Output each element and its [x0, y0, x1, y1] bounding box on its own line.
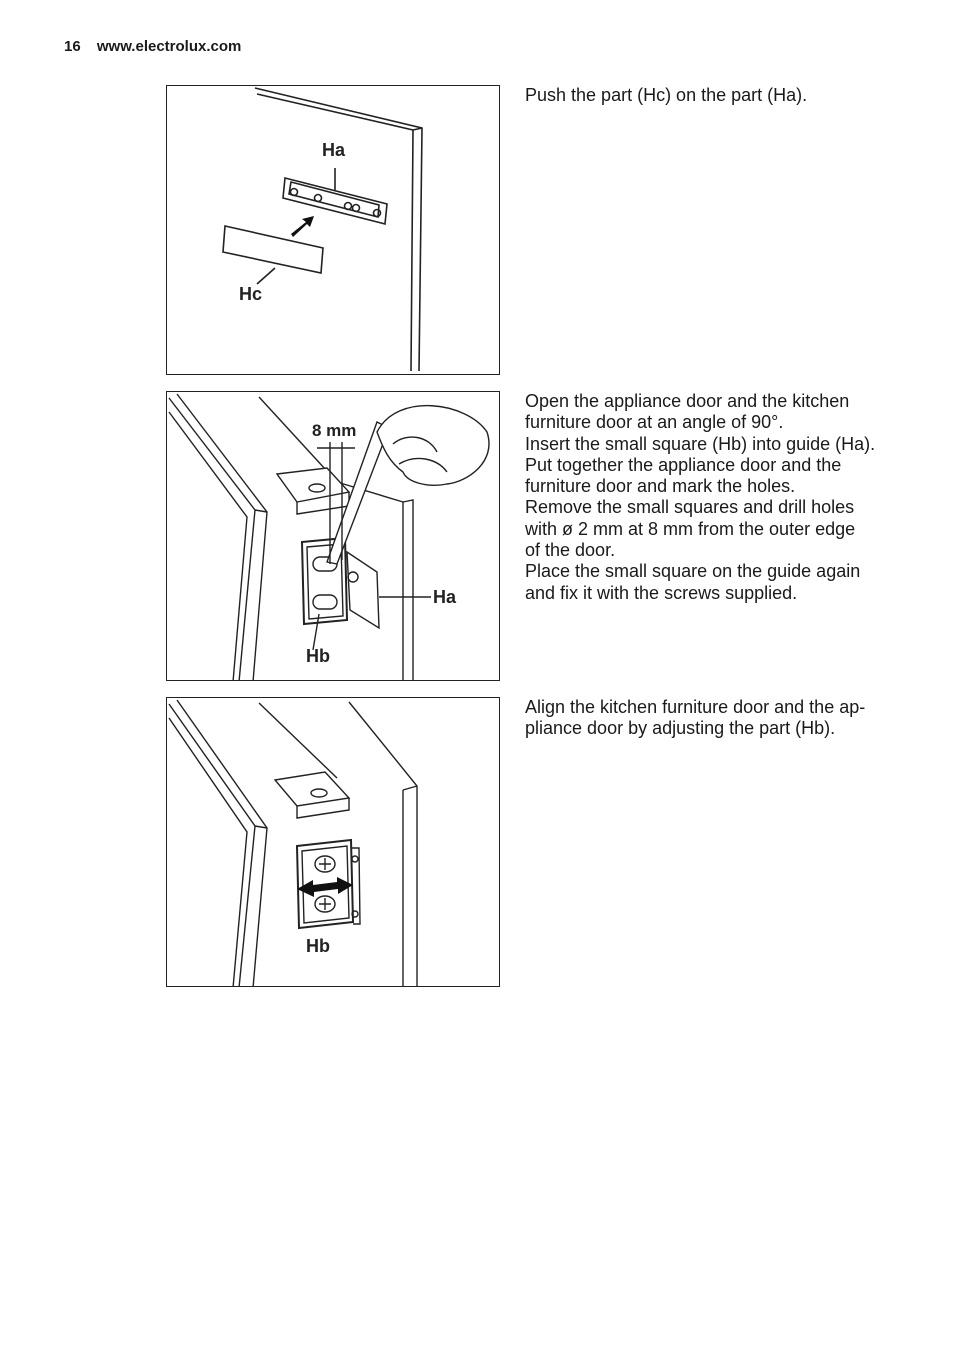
step-2-text: Open the appliance door and the kitchen …: [525, 391, 895, 604]
label-ha: Ha: [322, 140, 346, 160]
instruction-line: Put together the appliance door and the: [525, 454, 842, 475]
instruction-line: Place the small square on the guide agai…: [525, 561, 861, 582]
figure-push-hc-on-ha: Ha Hc: [166, 85, 500, 375]
label-ha: Ha: [433, 587, 457, 607]
door-drill-illustration: 8 mm Ha Hb: [168, 393, 490, 680]
instruction-line: Remove the small squares and drill holes: [525, 497, 855, 518]
instruction-line: Insert the small square (Hb) into guide …: [525, 433, 876, 454]
label-hb: Hb: [306, 936, 330, 956]
instruction-line: pliance door by adjusting the part (Hb).: [525, 718, 836, 739]
step-3-text: Align the kitchen furniture door and the…: [525, 697, 895, 740]
figure-align-doors: Hb: [166, 697, 500, 987]
instruction-line: furniture door and mark the holes.: [525, 476, 796, 497]
door-bracket-illustration: Ha Hc: [222, 87, 423, 372]
label-hc: Hc: [239, 284, 262, 304]
page-header: 16 www.electrolux.com: [64, 38, 241, 55]
instruction-line: furniture door at an angle of 90°.: [525, 412, 784, 433]
step-1-text: Push the part (Hc) on the part (Ha).: [525, 85, 895, 106]
instruction-line: Push the part (Hc) on the part (Ha).: [525, 85, 808, 105]
website-url: www.electrolux.com: [96, 38, 242, 55]
label-8mm: 8 mm: [312, 421, 356, 440]
label-hb: Hb: [306, 646, 330, 666]
instruction-line: Open the appliance door and the kitchen: [525, 391, 850, 411]
instruction-line: Align the kitchen furniture door and the…: [525, 697, 866, 717]
instruction-line: of the door.: [525, 540, 616, 561]
instruction-line: and fix it with the screws supplied.: [525, 582, 798, 603]
door-align-illustration: Hb: [168, 699, 418, 986]
instruction-line: with ø 2 mm at 8 mm from the outer edge: [525, 518, 856, 539]
page-number: 16: [64, 38, 81, 55]
figure-drill-holes: 8 mm Ha Hb: [166, 391, 500, 681]
